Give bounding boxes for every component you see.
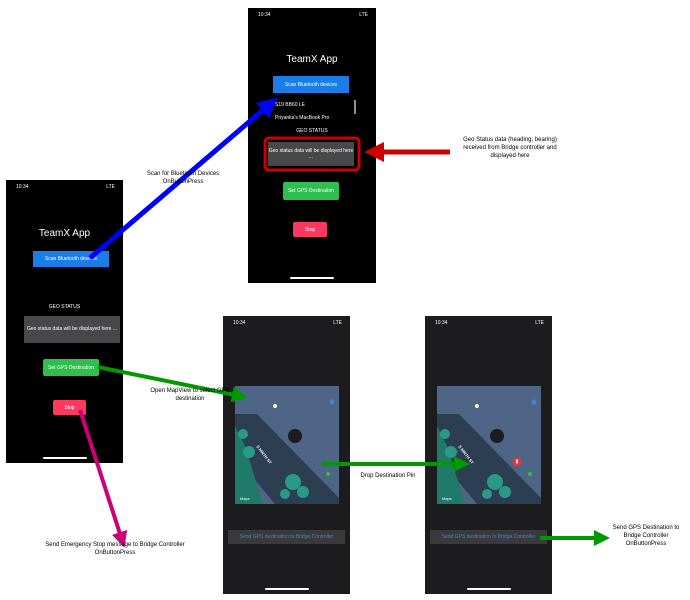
map-tree	[440, 429, 450, 439]
geo-status-box: Geo status data will be displayed here .…	[268, 142, 354, 166]
status-bar: 10:34 LTE	[248, 8, 376, 20]
status-time: 10:34	[16, 184, 29, 190]
send-gps-destination-button[interactable]: Send GPS destination to Bridge Controlle…	[228, 530, 345, 544]
set-gps-destination-button[interactable]: Set GPS Destination	[283, 182, 339, 200]
map-tree	[487, 474, 503, 490]
map-road-area	[235, 414, 339, 504]
map-blue-dot	[531, 399, 537, 405]
phone-map-screen: 10:34 LTE S NINTH ST Maps Send GPS desti…	[223, 316, 350, 594]
status-bar: 10:34 LTE	[425, 316, 552, 328]
map-park-area	[235, 426, 263, 504]
annotation-open-map: Open MapView to select GPS destination	[150, 388, 230, 402]
home-indicator	[466, 588, 511, 590]
scan-bluetooth-button[interactable]: Scan Bluetooth devices	[273, 76, 349, 93]
app-title: TeamX App	[38, 228, 91, 239]
scroll-indicator	[354, 100, 356, 114]
status-signal: LTE	[106, 184, 115, 190]
map-road-area	[437, 414, 541, 504]
emergency-stop-arrow	[78, 409, 128, 548]
map-location-marker	[475, 404, 479, 408]
maps-logo: Maps	[442, 496, 452, 501]
map-tree	[280, 489, 290, 499]
annotation-send-gps: Send GPS Destination to Bridge Controlle…	[612, 525, 680, 547]
stop-button[interactable]: Stop	[53, 400, 86, 415]
map-building	[288, 429, 302, 443]
status-time: 10:34	[435, 320, 448, 326]
home-indicator	[290, 277, 334, 279]
annotation-emergency-stop: Send Emergency Stop message to Bridge Co…	[45, 542, 185, 556]
device-list-item[interactable]: Priyanka's MacBook Pro	[275, 115, 330, 121]
map-building	[490, 429, 504, 443]
set-gps-destination-button[interactable]: Set GPS Destination	[43, 359, 99, 376]
map-tree	[285, 474, 301, 490]
geo-status-box: Geo status data will be displayed here .…	[24, 316, 120, 343]
send-gps-destination-button[interactable]: Send GPS destination to Bridge Controlle…	[430, 530, 547, 544]
phone-scan-screen: 10:34 LTE TeamX App Scan Bluetooth devic…	[248, 8, 376, 283]
map-view[interactable]: S NINTH ST Maps	[235, 386, 339, 504]
scan-arrow	[88, 97, 278, 260]
map-tree	[445, 446, 457, 458]
status-bar: 10:34 LTE	[6, 180, 123, 192]
status-signal: LTE	[333, 320, 342, 326]
map-tree	[238, 429, 248, 439]
annotation-geo-status: Geo Status data (heading, bearing) recei…	[463, 137, 557, 159]
map-location-marker	[273, 404, 277, 408]
status-signal: LTE	[359, 12, 368, 18]
phone-main-screen: 10:34 LTE TeamX App Scan Bluetooth devic…	[6, 180, 123, 463]
map-tree	[482, 489, 492, 499]
status-time: 10:34	[233, 320, 246, 326]
geo-status-highlight-box	[263, 136, 361, 172]
map-poi-marker	[528, 472, 532, 476]
status-bar: 10:34 LTE	[223, 316, 350, 328]
maps-logo: Maps	[240, 496, 250, 501]
phone-map-pin-screen: 10:34 LTE S NINTH ST Maps Send GPS desti…	[425, 316, 552, 594]
map-view[interactable]: S NINTH ST Maps	[437, 386, 541, 504]
map-blue-dot	[329, 399, 335, 405]
annotation-scan: Scan for Bluetooth Devices OnButtonPress	[146, 171, 220, 185]
destination-pin-glyph	[516, 459, 518, 464]
map-tree	[243, 446, 255, 458]
device-list-item[interactable]: S19 BB60 LE	[275, 102, 306, 108]
status-signal: LTE	[535, 320, 544, 326]
map-tree	[499, 486, 511, 498]
map-graphic	[235, 399, 339, 504]
geo-status-label: GEO STATUS	[296, 128, 328, 134]
open-map-arrow	[97, 365, 248, 403]
status-time: 10:34	[258, 12, 271, 18]
home-indicator	[264, 588, 309, 590]
annotation-drop-pin: Drop Destination Pin	[360, 473, 416, 479]
stop-button[interactable]: Stop	[293, 222, 327, 237]
geo-status-label: GEO STATUS	[48, 304, 81, 310]
map-tree	[297, 486, 309, 498]
app-title: TeamX App	[286, 54, 338, 65]
map-poi-marker	[326, 472, 330, 476]
home-indicator	[42, 457, 87, 459]
